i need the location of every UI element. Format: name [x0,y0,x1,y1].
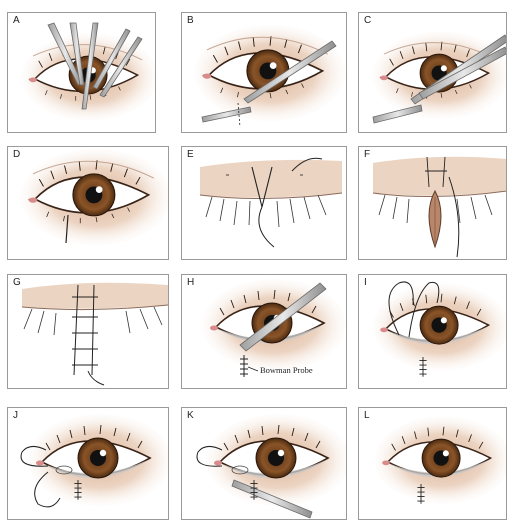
panel-label: C [364,15,371,26]
panel-label: H [187,277,194,288]
eye-with-suture-and-instrument-illustration [182,408,347,520]
eyelid-closeup-illustration [182,147,347,260]
panel-label: G [13,277,21,288]
panel-d: D [7,146,169,260]
panel-label: A [13,15,20,26]
panel-label: B [187,15,194,26]
eye-with-instruments-illustration [8,13,156,133]
eye-with-instruments-illustration [359,13,507,133]
eye-with-suture-illustration [8,408,169,520]
panel-label: E [187,149,194,160]
eye-final-illustration [359,408,507,520]
panel-label: I [364,277,367,288]
panel-label: J [13,410,18,421]
panel-g: G [7,274,169,389]
panel-l: L [358,407,507,520]
eye-with-instruments-illustration [182,13,347,133]
panel-i: I [358,274,507,389]
sutured-eyelid-illustration [8,275,169,389]
panel-label: K [187,410,194,421]
panel-j: J [7,407,169,520]
panel-a: A [7,12,156,133]
eye-with-suture-illustration [359,275,507,389]
panel-e: E [181,146,347,260]
panel-h: H Bowman Probe [181,274,347,389]
panel-label: F [364,149,370,160]
panel-b: B [181,12,347,133]
panel-label: D [13,149,20,160]
panel-k: K [181,407,347,520]
panel-f: F [358,146,507,260]
panel-label: L [364,410,370,421]
bowman-probe-label: Bowman Probe [260,365,313,375]
eye-illustration [8,147,169,260]
panel-c: C [358,12,507,133]
eyelid-wound-illustration [359,147,507,260]
